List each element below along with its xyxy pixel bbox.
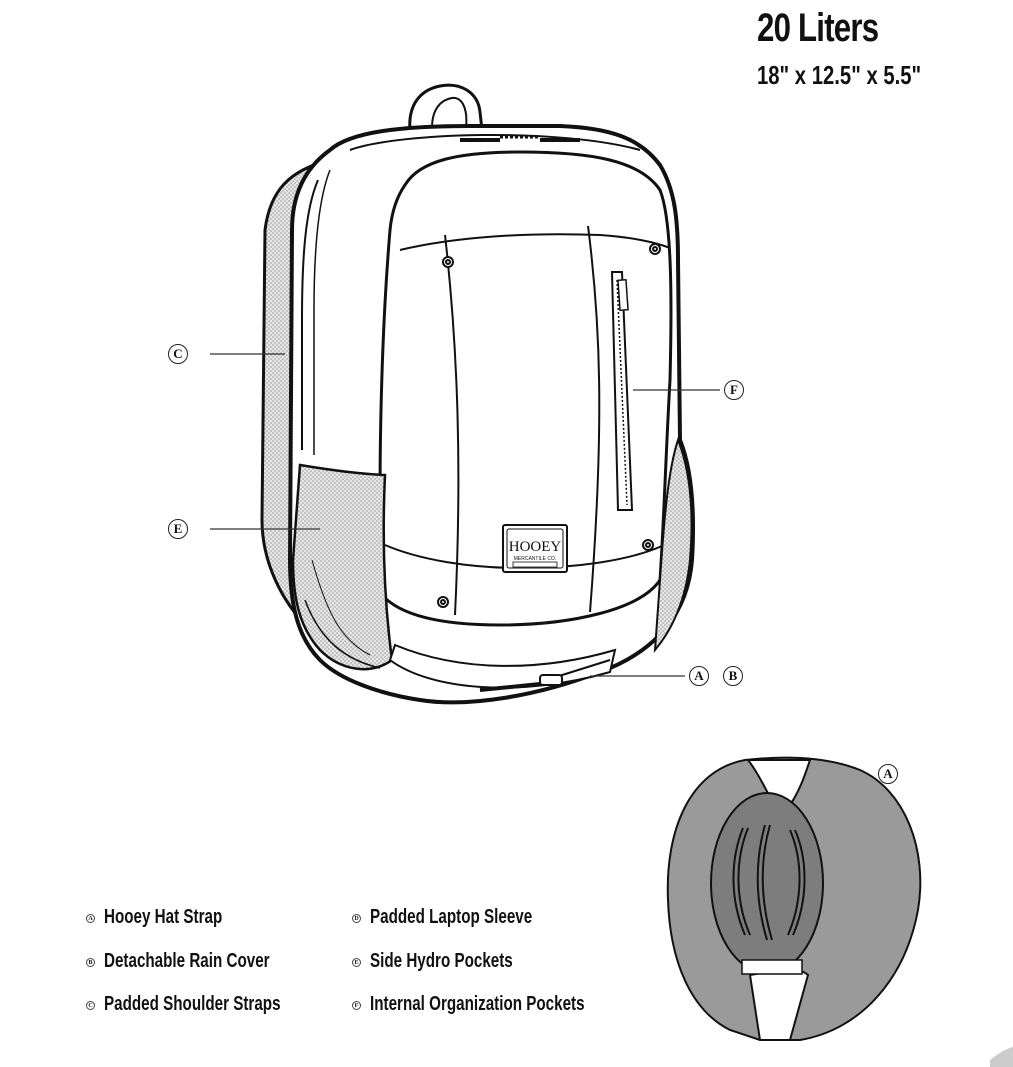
legend-bullet: E — [352, 958, 361, 967]
patch-brand: HOOEY — [509, 539, 562, 555]
grommets — [437, 243, 661, 608]
legend-item-rain-cover: Detachable Rain Cover — [104, 950, 270, 972]
dimensions-text: 18" x 12.5" x 5.5" — [757, 60, 922, 90]
front-zipper — [610, 271, 634, 511]
leader-lines — [210, 353, 720, 677]
legend-bullet: D — [352, 914, 361, 923]
brand-patch: HOOEY MERCANTILE CO. — [502, 524, 568, 573]
legend-bullet: A — [86, 914, 95, 923]
callout-e: E — [168, 519, 188, 539]
capacity-title: 20 Liters — [757, 6, 879, 50]
grab-handle — [408, 83, 484, 132]
legend-item-laptop-sleeve: Padded Laptop Sleeve — [370, 906, 533, 928]
legend-item-hat-strap: Hooey Hat Strap — [104, 906, 223, 928]
callout-b: B — [723, 666, 743, 686]
patch-subtitle: MERCANTILE CO. — [514, 556, 557, 562]
legend-item-shoulder-straps: Padded Shoulder Straps — [104, 993, 281, 1015]
legend-bullet: C — [86, 1001, 95, 1010]
callout-a: A — [689, 666, 709, 686]
legend-item-hydro-pockets: Side Hydro Pockets — [370, 950, 513, 972]
legend-bullet: F — [352, 1001, 361, 1010]
hat-strap-inset — [666, 756, 922, 1041]
callout-inset-a: A — [878, 764, 898, 784]
legend-bullet: B — [86, 958, 95, 967]
legend-item-organization-pockets: Internal Organization Pockets — [370, 993, 585, 1015]
callout-f: F — [724, 380, 744, 400]
callout-c: C — [168, 344, 188, 364]
